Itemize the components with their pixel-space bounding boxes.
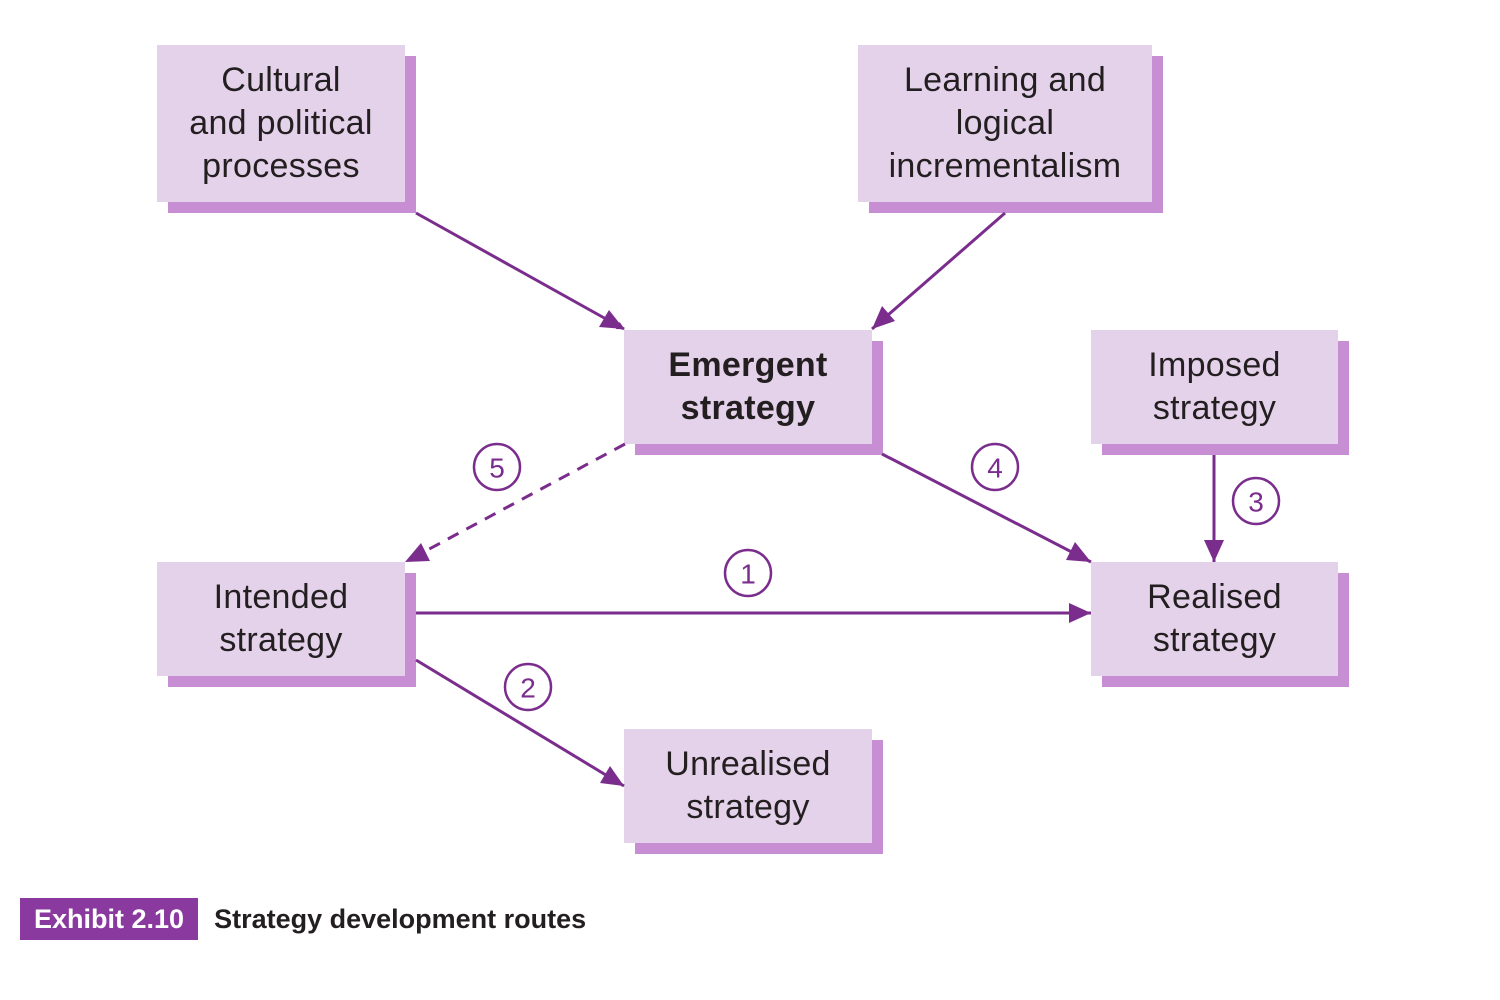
route-number-4: 4 [987, 453, 1003, 484]
route-number-3: 3 [1248, 487, 1264, 518]
route-marker-4 [970, 442, 1020, 492]
arrow-cultural-to-emergent [415, 211, 625, 331]
arrowhead-intended-to-realised [1069, 603, 1091, 623]
box-label: Emergent strategy [668, 346, 828, 427]
box-intended-strategy: Intended strategy [157, 562, 405, 676]
box-imposed-strategy: Imposed strategy [1091, 330, 1338, 444]
arrowhead-intended-to-unrealised [600, 766, 624, 786]
arrowhead-imposed-to-realised [1204, 540, 1224, 562]
box-emergent-strategy: Emergent strategy [624, 330, 872, 444]
box-cultural-political-processes: Cultural and political processes [157, 45, 405, 202]
arrowhead-learning-to-emergent [872, 306, 895, 329]
arrowhead-emergent-to-intended [405, 543, 430, 562]
box-unrealised-strategy: Unrealised strategy [624, 729, 872, 843]
arrowheads [405, 306, 1224, 786]
box-label: Intended strategy [213, 578, 349, 659]
box-label: Unrealised strategy [665, 745, 831, 826]
route-marker-3 [1231, 476, 1281, 526]
box-label: Learning and logical incrementalism [888, 61, 1122, 185]
route-marker-5 [472, 442, 522, 492]
box-learning-logical-incrementalism: Learning and logical incrementalism [858, 45, 1152, 202]
route-number-1: 1 [740, 559, 756, 590]
arrow-intended-to-unrealised [415, 658, 625, 788]
arrow-emergent-to-realised [881, 452, 1092, 564]
arrowhead-cultural-to-emergent [599, 310, 624, 329]
arrowhead-emergent-to-realised [1066, 542, 1091, 562]
exhibit-title: Strategy development routes [214, 903, 587, 934]
arrow-learning-to-emergent [871, 211, 1006, 331]
box-label: Realised strategy [1147, 578, 1282, 659]
route-marker-2 [503, 662, 553, 712]
box-realised-strategy: Realised strategy [1091, 562, 1338, 676]
box-label: Cultural and political processes [189, 61, 373, 185]
route-number-2: 2 [520, 673, 536, 704]
box-label: Imposed strategy [1148, 346, 1281, 427]
exhibit-number-tag: Exhibit 2.10 [20, 898, 199, 940]
exhibit-caption: Exhibit 2.10 Strategy development routes [20, 898, 586, 940]
route-number-5: 5 [489, 453, 505, 484]
route-marker-1 [723, 548, 773, 598]
